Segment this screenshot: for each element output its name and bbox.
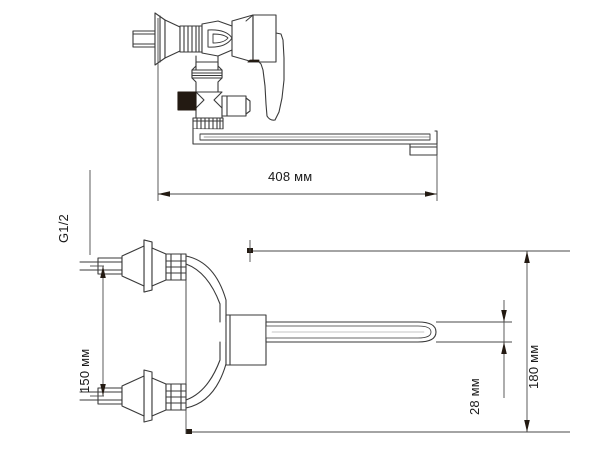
arrow-up-180 xyxy=(524,251,530,263)
front-view-datum-lines xyxy=(185,240,251,434)
front-view-center-body xyxy=(185,255,227,409)
top-view-inlet-stub xyxy=(132,30,156,48)
arrow-up-28 xyxy=(501,310,507,322)
top-view-diverter-body xyxy=(177,91,251,119)
top-view-lever-handle xyxy=(231,14,277,63)
dimension-label-inlet-spacing: 150 мм xyxy=(77,348,92,393)
top-view-lever-arm xyxy=(247,32,285,121)
dimension-408mm xyxy=(157,18,438,201)
top-view-spout-collar xyxy=(192,117,224,130)
datum-marker-bottom xyxy=(186,429,192,434)
dimension-28mm xyxy=(436,300,512,398)
arrow-left-408 xyxy=(158,191,170,197)
front-view-spout xyxy=(265,321,437,343)
front-view-group xyxy=(79,239,437,423)
arrow-up-150 xyxy=(100,266,106,278)
front-view-upper-inlet xyxy=(79,239,187,293)
top-view-neck-riser xyxy=(191,55,223,93)
dimension-label-thread-spec: G1/2 xyxy=(56,214,71,243)
top-view-group xyxy=(132,12,438,156)
top-view-collar-nut xyxy=(179,25,203,53)
dimension-180mm xyxy=(186,248,570,434)
top-view-escutcheon xyxy=(154,12,181,66)
arrow-down-180 xyxy=(524,420,530,432)
dimension-label-spout-height: 28 мм xyxy=(467,378,482,415)
arrow-right-408 xyxy=(425,191,437,197)
arrow-down-150 xyxy=(100,384,106,396)
top-view-spout xyxy=(192,128,438,156)
dimension-label-total-height: 180 мм xyxy=(526,344,541,389)
top-view-mixer-body xyxy=(201,20,237,57)
arrow-down-28 xyxy=(501,342,507,354)
front-view-lower-inlet xyxy=(79,369,187,423)
dimension-150mm xyxy=(90,265,106,397)
dimension-label-spout-length: 408 мм xyxy=(268,169,313,184)
front-view-diverter-block xyxy=(225,314,267,366)
